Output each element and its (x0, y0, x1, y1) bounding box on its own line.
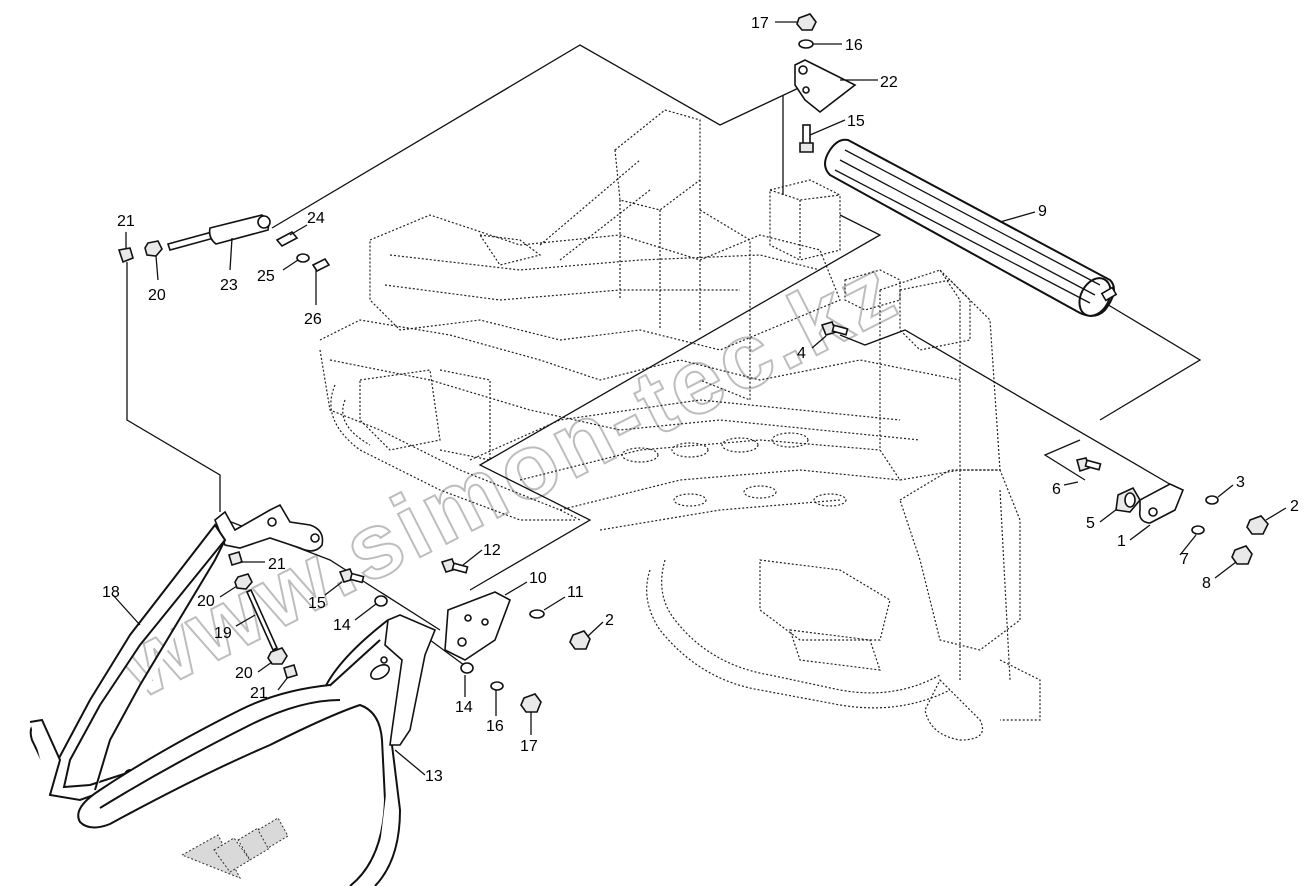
part-11-washer (529, 596, 566, 619)
part-15-bolt-left (324, 568, 365, 596)
callout-13: 13 (425, 768, 443, 785)
part-25-washer (282, 253, 310, 271)
callout-17-bottom: 17 (520, 738, 538, 755)
part-6-bolt (1063, 457, 1102, 486)
callout-26: 26 (304, 311, 322, 328)
callout-10: 10 (529, 570, 547, 587)
frame-mount-block (769, 179, 841, 261)
callout-21-mid: 21 (268, 556, 286, 573)
part-2-nut-left (569, 621, 604, 650)
frame-bracket-right (844, 269, 971, 351)
part-14-spacer-bottom (460, 662, 474, 697)
callout-3: 3 (1236, 474, 1245, 491)
callout-20-top: 20 (148, 287, 166, 304)
callout-14-left: 14 (333, 617, 351, 634)
callout-17-top: 17 (751, 15, 769, 32)
direction-arrow-icon (180, 817, 289, 879)
part-16-washer-top (798, 39, 842, 49)
callout-24: 24 (307, 210, 325, 227)
callout-labels: 1 2 2 3 4 5 6 7 8 9 10 11 12 13 14 14 15… (102, 15, 1299, 785)
callout-21-bottom: 21 (250, 685, 268, 702)
callout-11: 11 (567, 584, 584, 601)
part-9-tube (824, 138, 1118, 317)
watermark: www.simon-tec.kz (102, 237, 914, 718)
part-24-pin (275, 224, 308, 248)
part-22-bracket (794, 59, 878, 114)
part-20-nut-upper (219, 573, 253, 598)
callout-7: 7 (1180, 551, 1189, 568)
callout-1: 1 (1117, 533, 1126, 550)
callout-2-right: 2 (1290, 498, 1299, 515)
part-17-nut-bottom (520, 693, 542, 735)
callout-8: 8 (1202, 575, 1211, 592)
leader-frame-lines (126, 44, 1202, 669)
part-3-washer (1205, 484, 1234, 505)
callout-21-top: 21 (117, 213, 135, 230)
part-2-nut-right (1246, 507, 1287, 535)
callout-22: 22 (880, 74, 898, 91)
part-16-washer-bottom (490, 681, 504, 716)
part-15-bolt-top (799, 119, 846, 153)
callout-20-bottom: 20 (235, 665, 253, 682)
part-10-plate (444, 581, 528, 661)
callout-15-left: 15 (308, 595, 326, 612)
part-4-bolt (811, 321, 849, 349)
part-19-rod (235, 588, 279, 652)
callout-16-bottom: 16 (486, 718, 504, 735)
part-17-nut-top (775, 13, 817, 31)
callout-19: 19 (214, 625, 232, 642)
callout-23: 23 (220, 277, 238, 294)
part-8-nut (1214, 545, 1253, 579)
part-21-bolt-topleft (117, 232, 134, 264)
callout-9: 9 (1038, 203, 1047, 220)
part-20-nut-topleft (144, 240, 163, 281)
part-26-pin (311, 257, 331, 305)
callout-5: 5 (1086, 515, 1095, 532)
left-hinge-arm (214, 503, 324, 552)
part-21-bolt-lower (277, 664, 298, 691)
part-12-bolt (440, 549, 483, 574)
part-23-gas-strut (166, 214, 271, 271)
part-14-spacer-left (354, 595, 388, 621)
part-13-hoop (77, 614, 437, 886)
callout-25: 25 (257, 268, 275, 285)
callout-6: 6 (1052, 481, 1061, 498)
part-20-nut-lower (257, 647, 288, 673)
part-5-bushing (1099, 486, 1141, 523)
callout-2-left: 2 (605, 612, 614, 629)
callout-14-bottom: 14 (455, 699, 473, 716)
callout-15-top: 15 (847, 113, 865, 130)
part-7-washer (1179, 525, 1205, 556)
callout-18: 18 (102, 584, 120, 601)
callout-12: 12 (483, 542, 501, 559)
callout-16-top: 16 (845, 37, 863, 54)
part-1-plate (1129, 483, 1185, 541)
callout-4: 4 (797, 345, 806, 362)
part-21-bolt-upper (228, 551, 265, 566)
main-frame (319, 109, 1041, 741)
callout-20-mid: 20 (197, 593, 215, 610)
